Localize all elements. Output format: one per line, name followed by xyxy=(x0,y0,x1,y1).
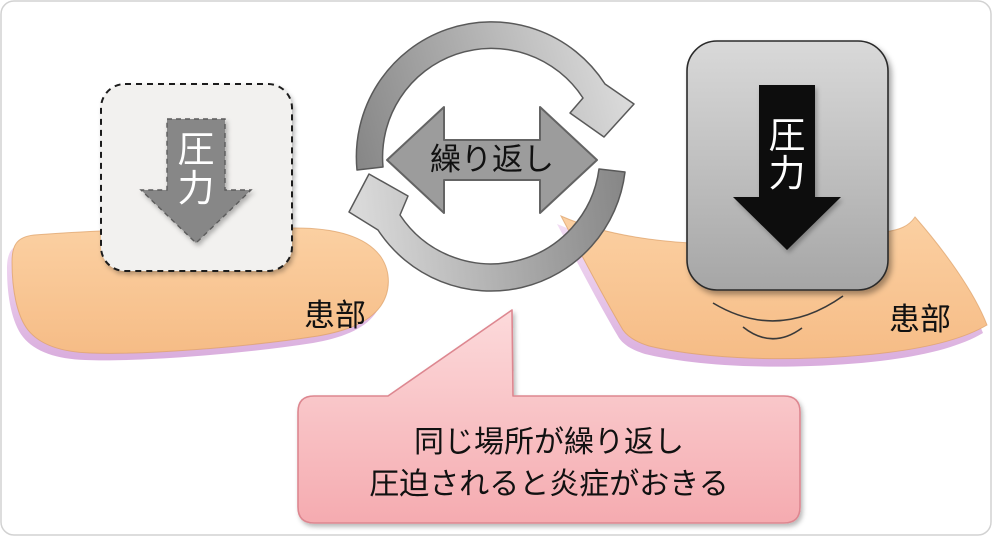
cycle-label: 繰り返し xyxy=(430,142,554,177)
indentation-line-wide xyxy=(712,295,844,322)
left-pressure-label-bottom: 力 xyxy=(178,168,215,209)
callout-text-line-1: 同じ場所が繰り返し xyxy=(414,426,684,459)
right-pressure-arrow-icon xyxy=(733,85,841,250)
left-patch-label: 患部 xyxy=(304,298,366,333)
right-pressure-label-top: 圧 xyxy=(769,115,806,156)
right-pressure-box: 圧 力 xyxy=(686,40,889,291)
left-pressure-box: 圧 力 xyxy=(100,83,293,272)
callout-shape xyxy=(297,309,801,524)
right-pressure-label-bottom: 力 xyxy=(769,153,806,194)
left-pressure-label-top: 圧 xyxy=(178,129,215,170)
cycle-bottom-arrow-icon xyxy=(348,168,626,292)
callout-bubble: 同じ場所が繰り返し 圧迫されると炎症がおきる xyxy=(297,309,801,524)
right-patch-label: 患部 xyxy=(889,302,951,337)
cycle-top-arrow-icon xyxy=(355,21,635,171)
left-pressure-arrow-icon xyxy=(139,118,253,244)
cycle-symbol: 繰り返し xyxy=(348,21,635,292)
indentation-line-small xyxy=(742,326,803,340)
repeat-double-arrow-icon xyxy=(386,106,598,214)
callout-text-line-2: 圧迫されると炎症がおきる xyxy=(369,468,728,501)
